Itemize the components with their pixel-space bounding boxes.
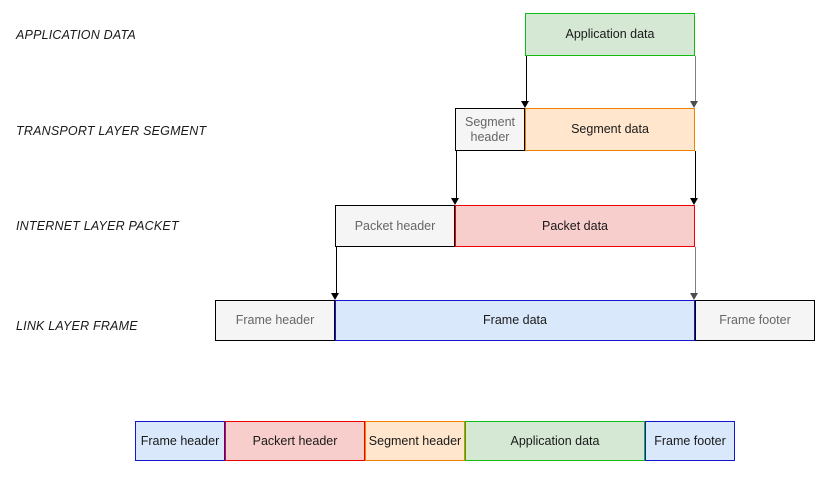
box-segment-header: Segment header — [455, 108, 525, 151]
legend-item-packert-header: Packert header — [225, 421, 365, 461]
box-application-data: Application data — [525, 13, 695, 56]
row-label-application-data: APPLICATION DATA — [16, 28, 136, 42]
legend-item-frame-header: Frame header — [135, 421, 225, 461]
box-segment-data: Segment data — [525, 108, 695, 151]
row-label-link-layer-frame: LINK LAYER FRAME — [16, 319, 138, 333]
row-label-internet-layer-packet: INTERNET LAYER PACKET — [16, 219, 179, 233]
box-packet-data: Packet data — [455, 205, 695, 247]
row-label-transport-layer-segment: TRANSPORT LAYER SEGMENT — [16, 124, 207, 138]
box-frame-footer: Frame footer — [695, 300, 815, 341]
box-packet-header: Packet header — [335, 205, 455, 247]
box-frame-header: Frame header — [215, 300, 335, 341]
legend-item-frame-footer: Frame footer — [645, 421, 735, 461]
legend-item-application-data: Application data — [465, 421, 645, 461]
legend-item-segment-header: Segment header — [365, 421, 465, 461]
box-frame-data: Frame data — [335, 300, 695, 341]
